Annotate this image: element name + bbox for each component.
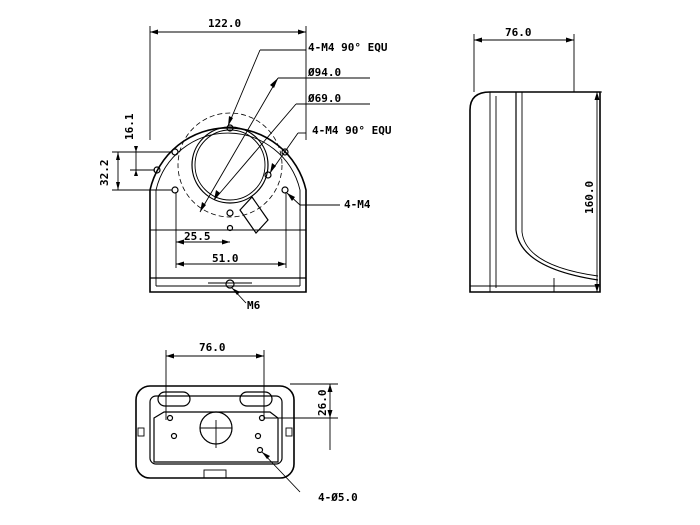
front-dim-25: 25.5 <box>184 230 211 243</box>
front-dashed-circle <box>177 112 283 218</box>
front-dim-51: 51.0 <box>212 252 239 265</box>
front-label-top-holes: 4-M4 90° EQU <box>308 41 388 54</box>
front-center-hole-inner <box>194 129 266 201</box>
side-dim-height: 160.0 <box>583 181 596 214</box>
bottom-slot <box>239 391 273 407</box>
front-view: 122.0 4-M4 90° EQU Ø94.0 Ø69.0 4-M4 90° … <box>98 17 392 312</box>
front-hole <box>226 224 234 232</box>
front-label-mid-holes: 4-M4 90° EQU <box>312 124 392 137</box>
front-hole <box>226 209 234 217</box>
front-label-side-holes: 4-M4 <box>344 198 371 211</box>
front-label-dia-outer: Ø94.0 <box>307 66 341 79</box>
front-bottom-screw <box>225 279 235 289</box>
front-dim-width: 122.0 <box>208 17 241 30</box>
front-dim-16: 16.1 <box>123 113 136 140</box>
bottom-body-inner <box>149 395 283 465</box>
front-dim-32: 32.2 <box>98 160 111 187</box>
front-hole <box>171 148 179 156</box>
front-center-hole <box>191 126 269 204</box>
side-dim-depth: 76.0 <box>505 26 532 39</box>
front-label-dia-inner: Ø69.0 <box>307 92 341 105</box>
bottom-hole <box>166 414 174 422</box>
bottom-slot <box>157 391 191 407</box>
bottom-label-holes: 4-Ø5.0 <box>318 491 358 504</box>
front-body-inner-outline <box>155 132 301 286</box>
front-hole <box>281 148 289 156</box>
bottom-hole <box>170 432 178 440</box>
front-hole <box>281 186 289 194</box>
front-body-outline <box>149 127 307 293</box>
bottom-hole <box>254 432 262 440</box>
front-hole <box>264 171 272 179</box>
bottom-hole <box>256 446 264 454</box>
side-view: 76.0 160.0 <box>469 26 602 293</box>
front-label-bottom-screw: M6 <box>247 299 261 312</box>
front-cable-guide <box>239 196 269 234</box>
bottom-dim-depth: 26.0 <box>316 390 329 417</box>
bottom-dim-width: 76.0 <box>199 341 226 354</box>
front-hole <box>171 186 179 194</box>
side-body-outline <box>469 91 601 293</box>
front-hole <box>226 124 234 132</box>
bottom-view: 76.0 26.0 4-Ø5.0 <box>135 341 358 504</box>
